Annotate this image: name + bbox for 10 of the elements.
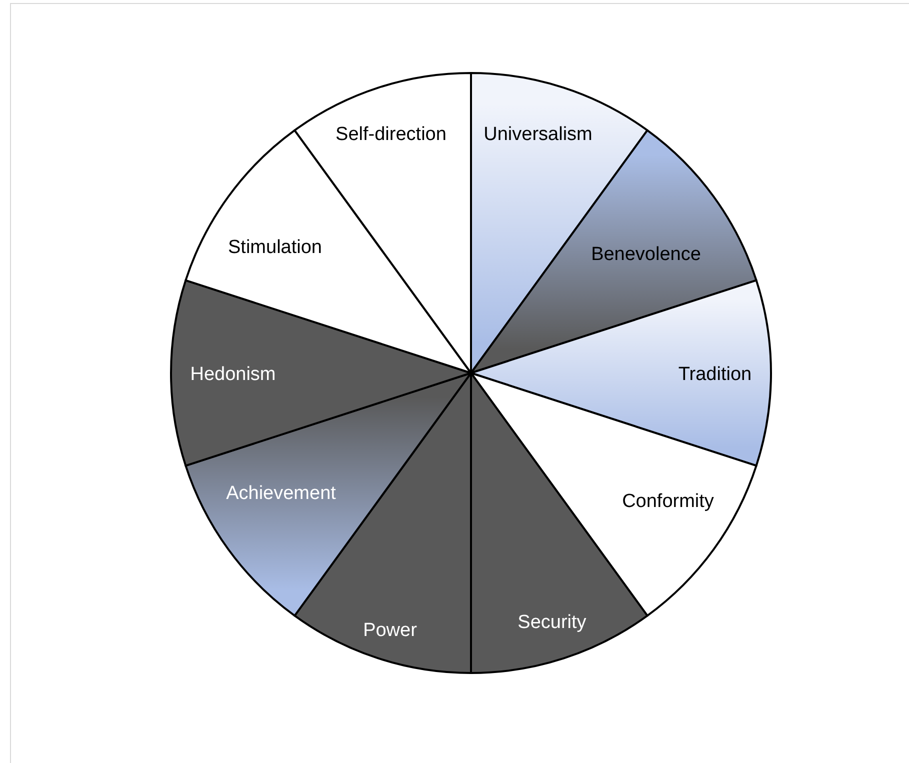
slice-label: Benevolence [591, 244, 701, 265]
slice-label: Hedonism [190, 364, 276, 385]
slice-label: Security [518, 612, 586, 633]
slice-label: Achievement [226, 483, 336, 504]
slice-label: Universalism [484, 124, 592, 145]
slice-label: Self-direction [336, 124, 446, 145]
slice-label: Power [363, 620, 417, 641]
slice-label: Stimulation [228, 237, 322, 258]
slice-label: Conformity [622, 491, 714, 512]
slice-label: Tradition [678, 364, 752, 385]
